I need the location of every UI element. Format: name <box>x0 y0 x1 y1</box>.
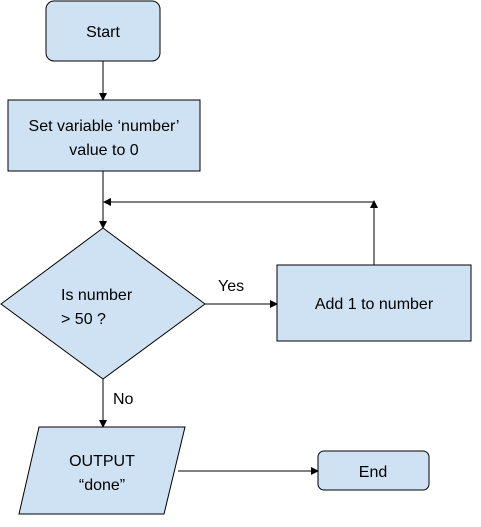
no-label: No <box>113 391 134 408</box>
start-node <box>45 0 161 62</box>
add-node <box>276 264 472 342</box>
output-label-line1: OUTPUT <box>69 453 135 470</box>
output-label-line2: “done” <box>79 477 125 494</box>
decision-label-line2: > 50 ? <box>61 311 106 328</box>
yes-label: Yes <box>218 278 244 295</box>
end-label: End <box>359 464 387 481</box>
output-node <box>18 426 186 515</box>
end-node <box>317 450 430 491</box>
decision-node <box>0 227 206 380</box>
start-label: Start <box>86 24 120 41</box>
set-variable-node <box>7 99 201 172</box>
set-variable-label-line1: Set variable ‘number’ <box>29 118 180 135</box>
set-variable-label-line2: value to 0 <box>69 142 138 159</box>
add-label: Add 1 to number <box>315 296 434 313</box>
decision-label-line1: Is number <box>61 287 133 304</box>
